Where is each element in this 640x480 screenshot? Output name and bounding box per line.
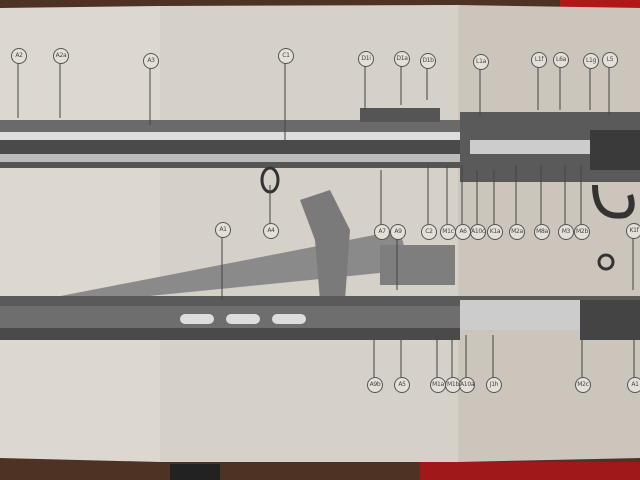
part-label: M2a: [509, 224, 525, 240]
part-label: M2b: [574, 224, 590, 240]
part-label: D1i: [358, 51, 374, 67]
lower-rifle-section: [0, 190, 640, 340]
part-label: A3: [143, 53, 159, 69]
part-label: A10a: [459, 377, 475, 393]
part-label: A2a: [53, 48, 69, 64]
part-label: M2c: [575, 377, 591, 393]
part-label: K1f: [626, 223, 640, 239]
paper-left: [0, 6, 160, 462]
part-label: A7: [374, 224, 390, 240]
upper-rifle-section: [0, 108, 640, 219]
part-label: A4: [263, 223, 279, 239]
part-label: A9: [390, 224, 406, 240]
part-label: A9b: [367, 377, 383, 393]
part-label: A2: [11, 48, 27, 64]
part-label: C2: [421, 224, 437, 240]
part-label: D1a: [394, 51, 410, 67]
part-label: J1h: [486, 377, 502, 393]
part-label: M8a: [534, 224, 550, 240]
part-label: A10c: [470, 224, 486, 240]
part-label: C1: [278, 48, 294, 64]
red-edge-bottom: [420, 462, 640, 480]
part-label: D1b: [420, 53, 436, 69]
red-edge: [560, 0, 640, 8]
part-label: A1: [215, 222, 231, 238]
part-label: A6: [455, 224, 471, 240]
part-label: M1a: [430, 377, 446, 393]
part-label: K1a: [487, 224, 503, 240]
part-label: M1c: [440, 224, 456, 240]
part-label: L1a: [473, 54, 489, 70]
part-label: L5: [602, 52, 618, 68]
part-label: L6a: [553, 52, 569, 68]
part-label: M3: [558, 224, 574, 240]
part-label: A5: [394, 377, 410, 393]
paper-center: [160, 5, 458, 462]
part-label: L1f: [531, 52, 547, 68]
part-label: L1g: [583, 53, 599, 69]
part-label: A1: [627, 377, 640, 393]
shoe: [170, 464, 220, 480]
